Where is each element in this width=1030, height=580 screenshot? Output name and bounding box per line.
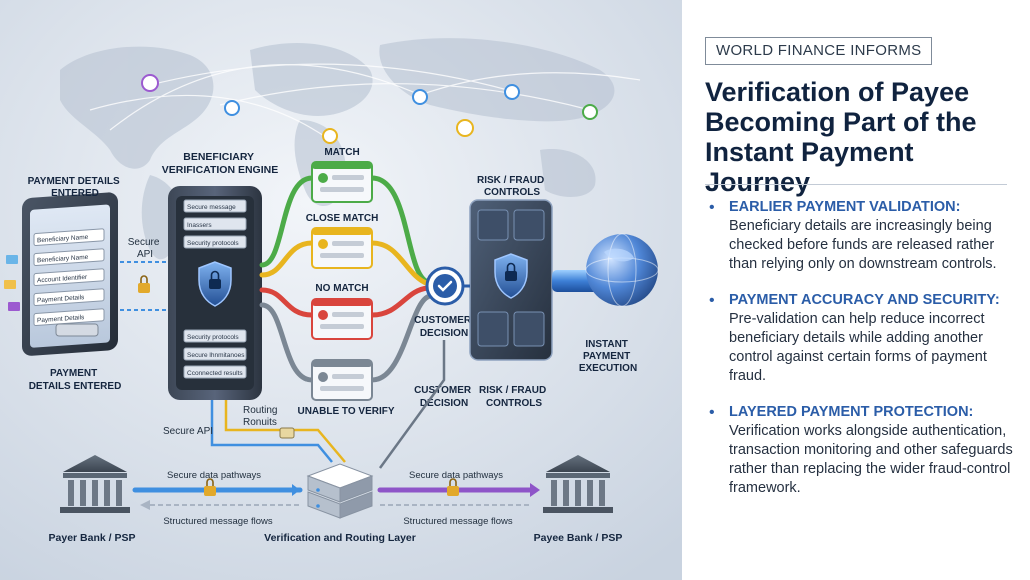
engine-item-label: Cconnected results <box>187 370 243 377</box>
close-match-label: CLOSE MATCH <box>306 213 379 224</box>
engine-item-box <box>183 329 247 343</box>
match-label: MATCH <box>324 147 359 158</box>
structured-left-label: Structured message flows <box>163 516 273 527</box>
engine-item-label: Inassers <box>187 222 212 229</box>
divider <box>705 184 1007 185</box>
form-field-label: Beneficiary Name <box>37 234 89 245</box>
routing-layer-label: Verification and Routing Layer <box>264 532 416 544</box>
decorative-envelopes <box>4 255 20 311</box>
form-field-label: Payment Details <box>37 314 85 324</box>
unable-to-verify-card <box>311 359 373 401</box>
engine-item-label: Security protocols <box>187 334 239 341</box>
lock-icon <box>209 279 221 289</box>
secure-api-top-label: Secure API <box>128 237 162 260</box>
payer-bank-label: Payer Bank / PSP <box>49 532 136 544</box>
page-title: Verification of Payee Becoming Part of t… <box>705 77 977 197</box>
no-match-label: NO MATCH <box>315 283 368 294</box>
bullet-icon: • <box>709 404 715 421</box>
key-point-body: Beneficiary details are increasingly bei… <box>729 218 997 272</box>
payment-details-top-label: PAYMENT DETAILS ENTERED <box>28 176 123 199</box>
form-field-box <box>33 288 105 306</box>
lock-icon <box>505 271 517 281</box>
info-panel: WORLD FINANCE INFORMS Verification of Pa… <box>682 0 1030 580</box>
engine-item-label: Secure lhnmitanoes <box>187 352 245 359</box>
routing-label: Routing Ronuits <box>243 405 280 428</box>
form-field-box <box>33 228 105 246</box>
network-lines <box>89 63 641 141</box>
risk-low-label: RISK / FRAUD CONTROLS <box>479 385 549 409</box>
key-point-heading: EARLIER PAYMENT VALIDATION: <box>729 199 961 215</box>
routing-server-icon <box>306 463 374 519</box>
secure-pathways-right-label: Secure data pathways <box>409 470 503 481</box>
structured-right-label: Structured message flows <box>403 516 513 527</box>
no-match-card <box>311 298 373 340</box>
key-point: • LAYERED PAYMENT PROTECTION: Verificati… <box>705 403 1023 498</box>
payer-bank-icon <box>60 455 130 513</box>
key-point-body: Pre-validation can help reduce incorrect… <box>729 311 987 384</box>
engine-item-box <box>183 217 247 231</box>
engine-to-routing-connectors <box>210 340 446 469</box>
network-nodes <box>141 74 598 144</box>
flow-padlock-icons <box>204 478 459 496</box>
bullet-icon: • <box>709 199 715 216</box>
form-field-box <box>33 268 105 286</box>
form-field-box <box>33 308 105 326</box>
padlock-icon <box>138 275 150 293</box>
customer-decision-low-label: CUSTOMER DECISION <box>414 385 474 409</box>
status-branch-lines <box>259 175 433 383</box>
key-point: • PAYMENT ACCURACY AND SECURITY: Pre-val… <box>705 291 1023 386</box>
engine-item-box <box>183 199 247 213</box>
customer-decision-mid-label: CUSTOMER DECISION <box>414 315 474 339</box>
check-icon <box>318 173 328 183</box>
risk-fraud-controls-panel <box>469 199 553 361</box>
payee-bank-icon <box>543 455 613 513</box>
secure-api-bottom-label: Secure API <box>163 426 213 437</box>
secure-pathways-left-label: Secure data pathways <box>167 470 261 481</box>
form-field-label: Payment Details <box>37 294 85 304</box>
warning-icon <box>318 239 328 249</box>
engine-item-box <box>183 347 247 361</box>
bullet-icon: • <box>709 292 715 309</box>
engine-item-box <box>183 365 247 379</box>
form-field-label: Account Identifier <box>37 274 88 285</box>
key-point-heading: LAYERED PAYMENT PROTECTION: <box>729 404 974 420</box>
cross-icon <box>318 310 328 320</box>
risk-top-label: RISK / FRAUD CONTROLS <box>477 175 547 198</box>
key-point: • EARLIER PAYMENT VALIDATION: Beneficiar… <box>705 198 1023 274</box>
globe-icon <box>585 233 659 307</box>
unable-to-verify-label: UNABLE TO VERIFY <box>297 406 394 417</box>
instant-payment-label: INSTANT PAYMENT EXECUTION <box>579 339 637 374</box>
key-point-body: Verification works alongside authenticat… <box>729 423 1013 496</box>
engine-item-label: Security protocols <box>187 240 239 247</box>
form-field-label: Beneficiary Name <box>37 254 89 265</box>
question-icon <box>318 372 328 382</box>
routing-chip <box>279 427 295 439</box>
match-card <box>311 161 373 203</box>
payee-bank-label: Payee Bank / PSP <box>534 532 623 544</box>
payment-details-bottom-label: PAYMENT DETAILS ENTERED <box>29 368 122 392</box>
engine-item-label: Secure message <box>187 204 236 211</box>
close-match-card <box>311 227 373 269</box>
engine-label: BENEFICIARY VERIFICATION ENGINE <box>162 151 278 176</box>
key-point-heading: PAYMENT ACCURACY AND SECURITY: <box>729 292 1000 308</box>
form-field-box <box>33 248 105 266</box>
customer-decision-checkmark <box>425 266 465 306</box>
brand-label: WORLD FINANCE INFORMS <box>705 37 933 65</box>
engine-item-box <box>183 235 247 249</box>
tablet-to-engine-connectors <box>120 261 168 311</box>
key-points-list: • EARLIER PAYMENT VALIDATION: Beneficiar… <box>705 198 1023 515</box>
